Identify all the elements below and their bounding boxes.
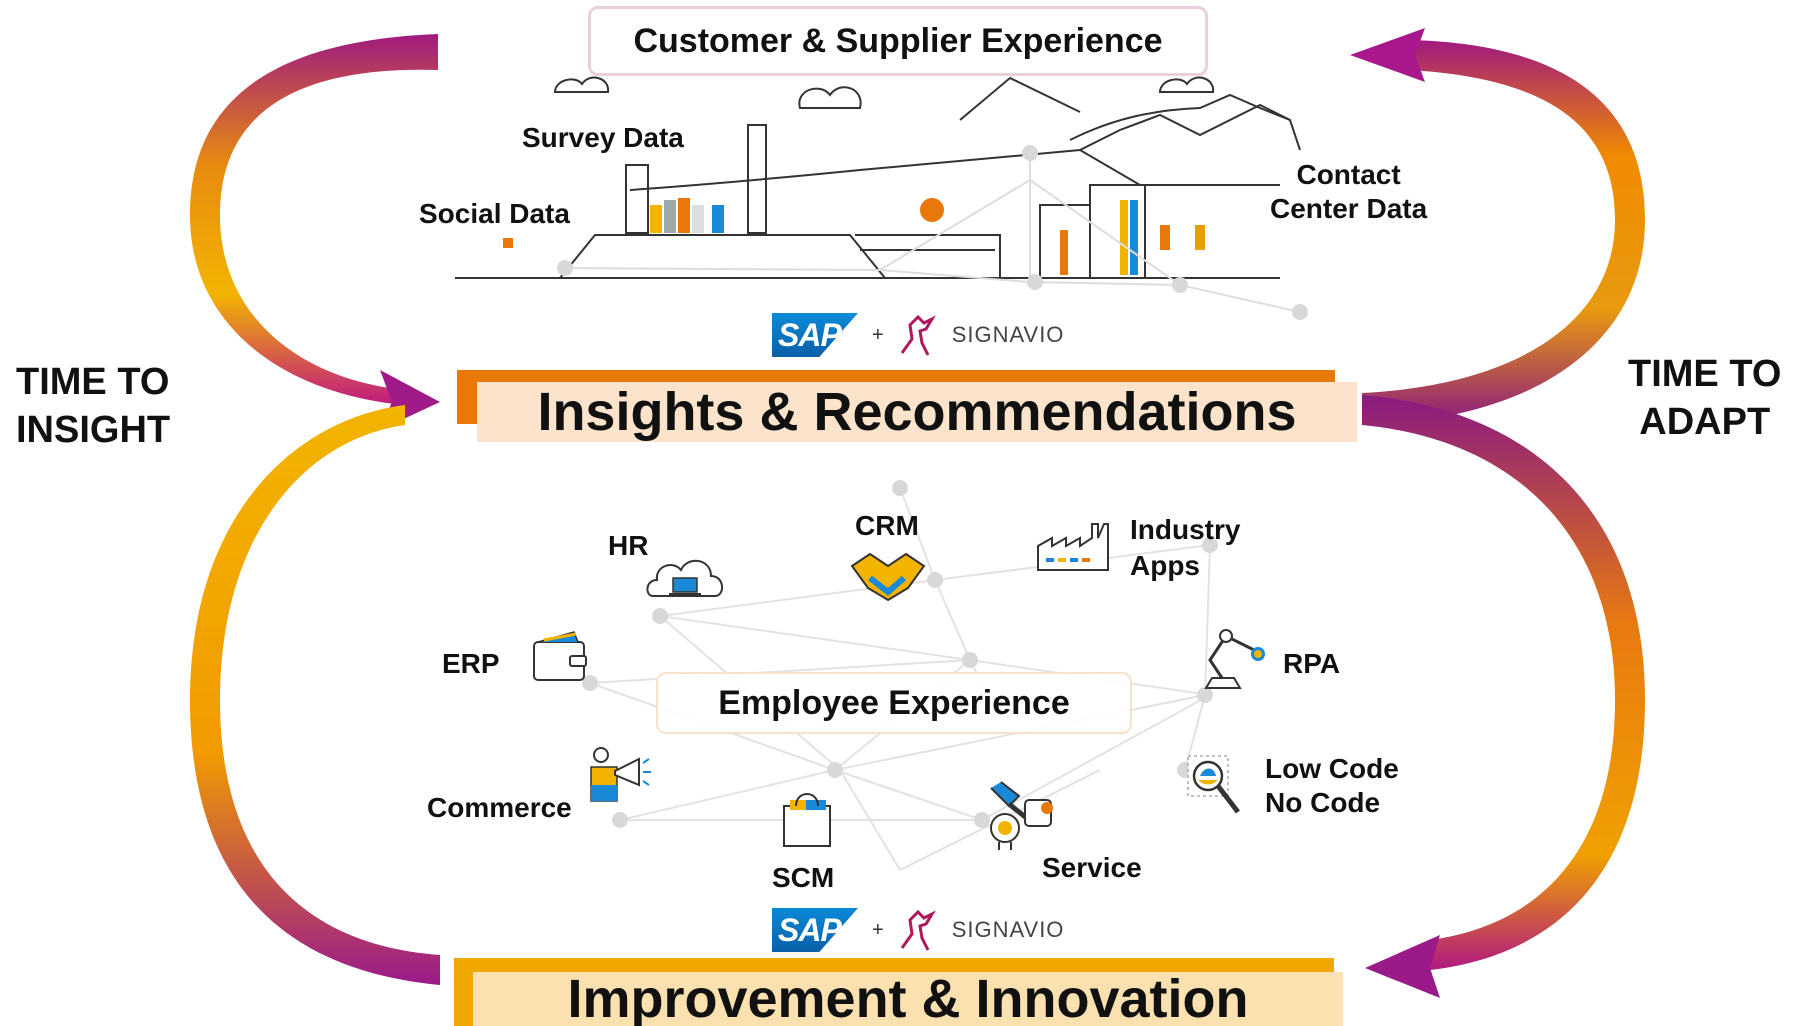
contact-label-line1: Contact [1296,159,1401,190]
sap-signavio-logo-bottom: SAP + SIGNAVIO [772,908,1064,952]
signavio-wordmark: SIGNAVIO [951,917,1065,942]
social-data-label: Social Data [419,198,570,229]
hr-label: HR [608,530,649,561]
industry-line2: Apps [1130,550,1200,581]
improvement-innovation-banner: Improvement & Innovation [473,969,1343,1026]
plus-sign: + [872,323,884,346]
plus-sign: + [872,918,884,941]
city-color-accents [503,198,1205,275]
time-to-insight-label: TIME TO INSIGHT [16,358,170,454]
sap-logo: SAP [772,313,858,357]
wallet-icon [533,631,587,681]
low-code-no-code-label: Low Code No Code [1265,752,1399,820]
sap-logo: SAP [772,908,858,952]
time-to-insight-arrow-top [190,34,440,430]
robot-arm-icon [1204,629,1265,689]
contact-center-data-label: Contact Center Data [1270,158,1427,226]
time-to-adapt-arrow-top [1350,28,1645,425]
time-to-adapt-label: TIME TO ADAPT [1628,350,1781,446]
sap-signavio-logo-top: SAP + SIGNAVIO [772,313,1064,357]
time-to-adapt-line2: ADAPT [1639,401,1771,443]
handshake-icon [850,552,926,602]
landscape-illustration [455,76,1301,279]
time-to-adapt-arrow-bottom [1362,395,1645,998]
time-to-insight-arrow-bottom [190,405,440,985]
signavio-wordmark: SIGNAVIO [951,322,1065,347]
magnifier-code-icon [1187,755,1240,814]
wrench-gear-icon [990,781,1053,850]
contact-label-line2: Center Data [1270,193,1428,224]
lowcode-line1: Low Code [1265,753,1399,784]
lowcode-line2: No Code [1265,787,1381,818]
insights-recommendations-banner: Insights & Recommendations [477,382,1357,442]
employee-experience-box: Employee Experience [656,672,1132,734]
shopping-bag-icon [783,793,831,847]
megaphone-person-icon [590,747,651,802]
commerce-label: Commerce [427,792,572,823]
industry-apps-label: Industry Apps [1130,512,1240,584]
signavio-deer-icon [900,314,936,356]
erp-label: ERP [442,648,500,679]
cloud-laptop-icon [646,560,723,597]
scm-label: SCM [772,862,835,893]
factory-icon [1037,523,1109,571]
time-to-insight-line2: INSIGHT [16,409,171,451]
cloud-icon [553,76,1215,109]
signavio-deer-icon [900,909,936,951]
crm-label: CRM [855,510,919,541]
industry-line1: Industry [1130,514,1241,545]
time-to-adapt-line1: TIME TO [1628,353,1782,395]
time-to-insight-line1: TIME TO [16,361,170,403]
customer-supplier-experience-box: Customer & Supplier Experience [588,6,1208,76]
survey-data-label: Survey Data [522,122,684,153]
rpa-label: RPA [1283,648,1341,679]
service-label: Service [1042,852,1142,883]
